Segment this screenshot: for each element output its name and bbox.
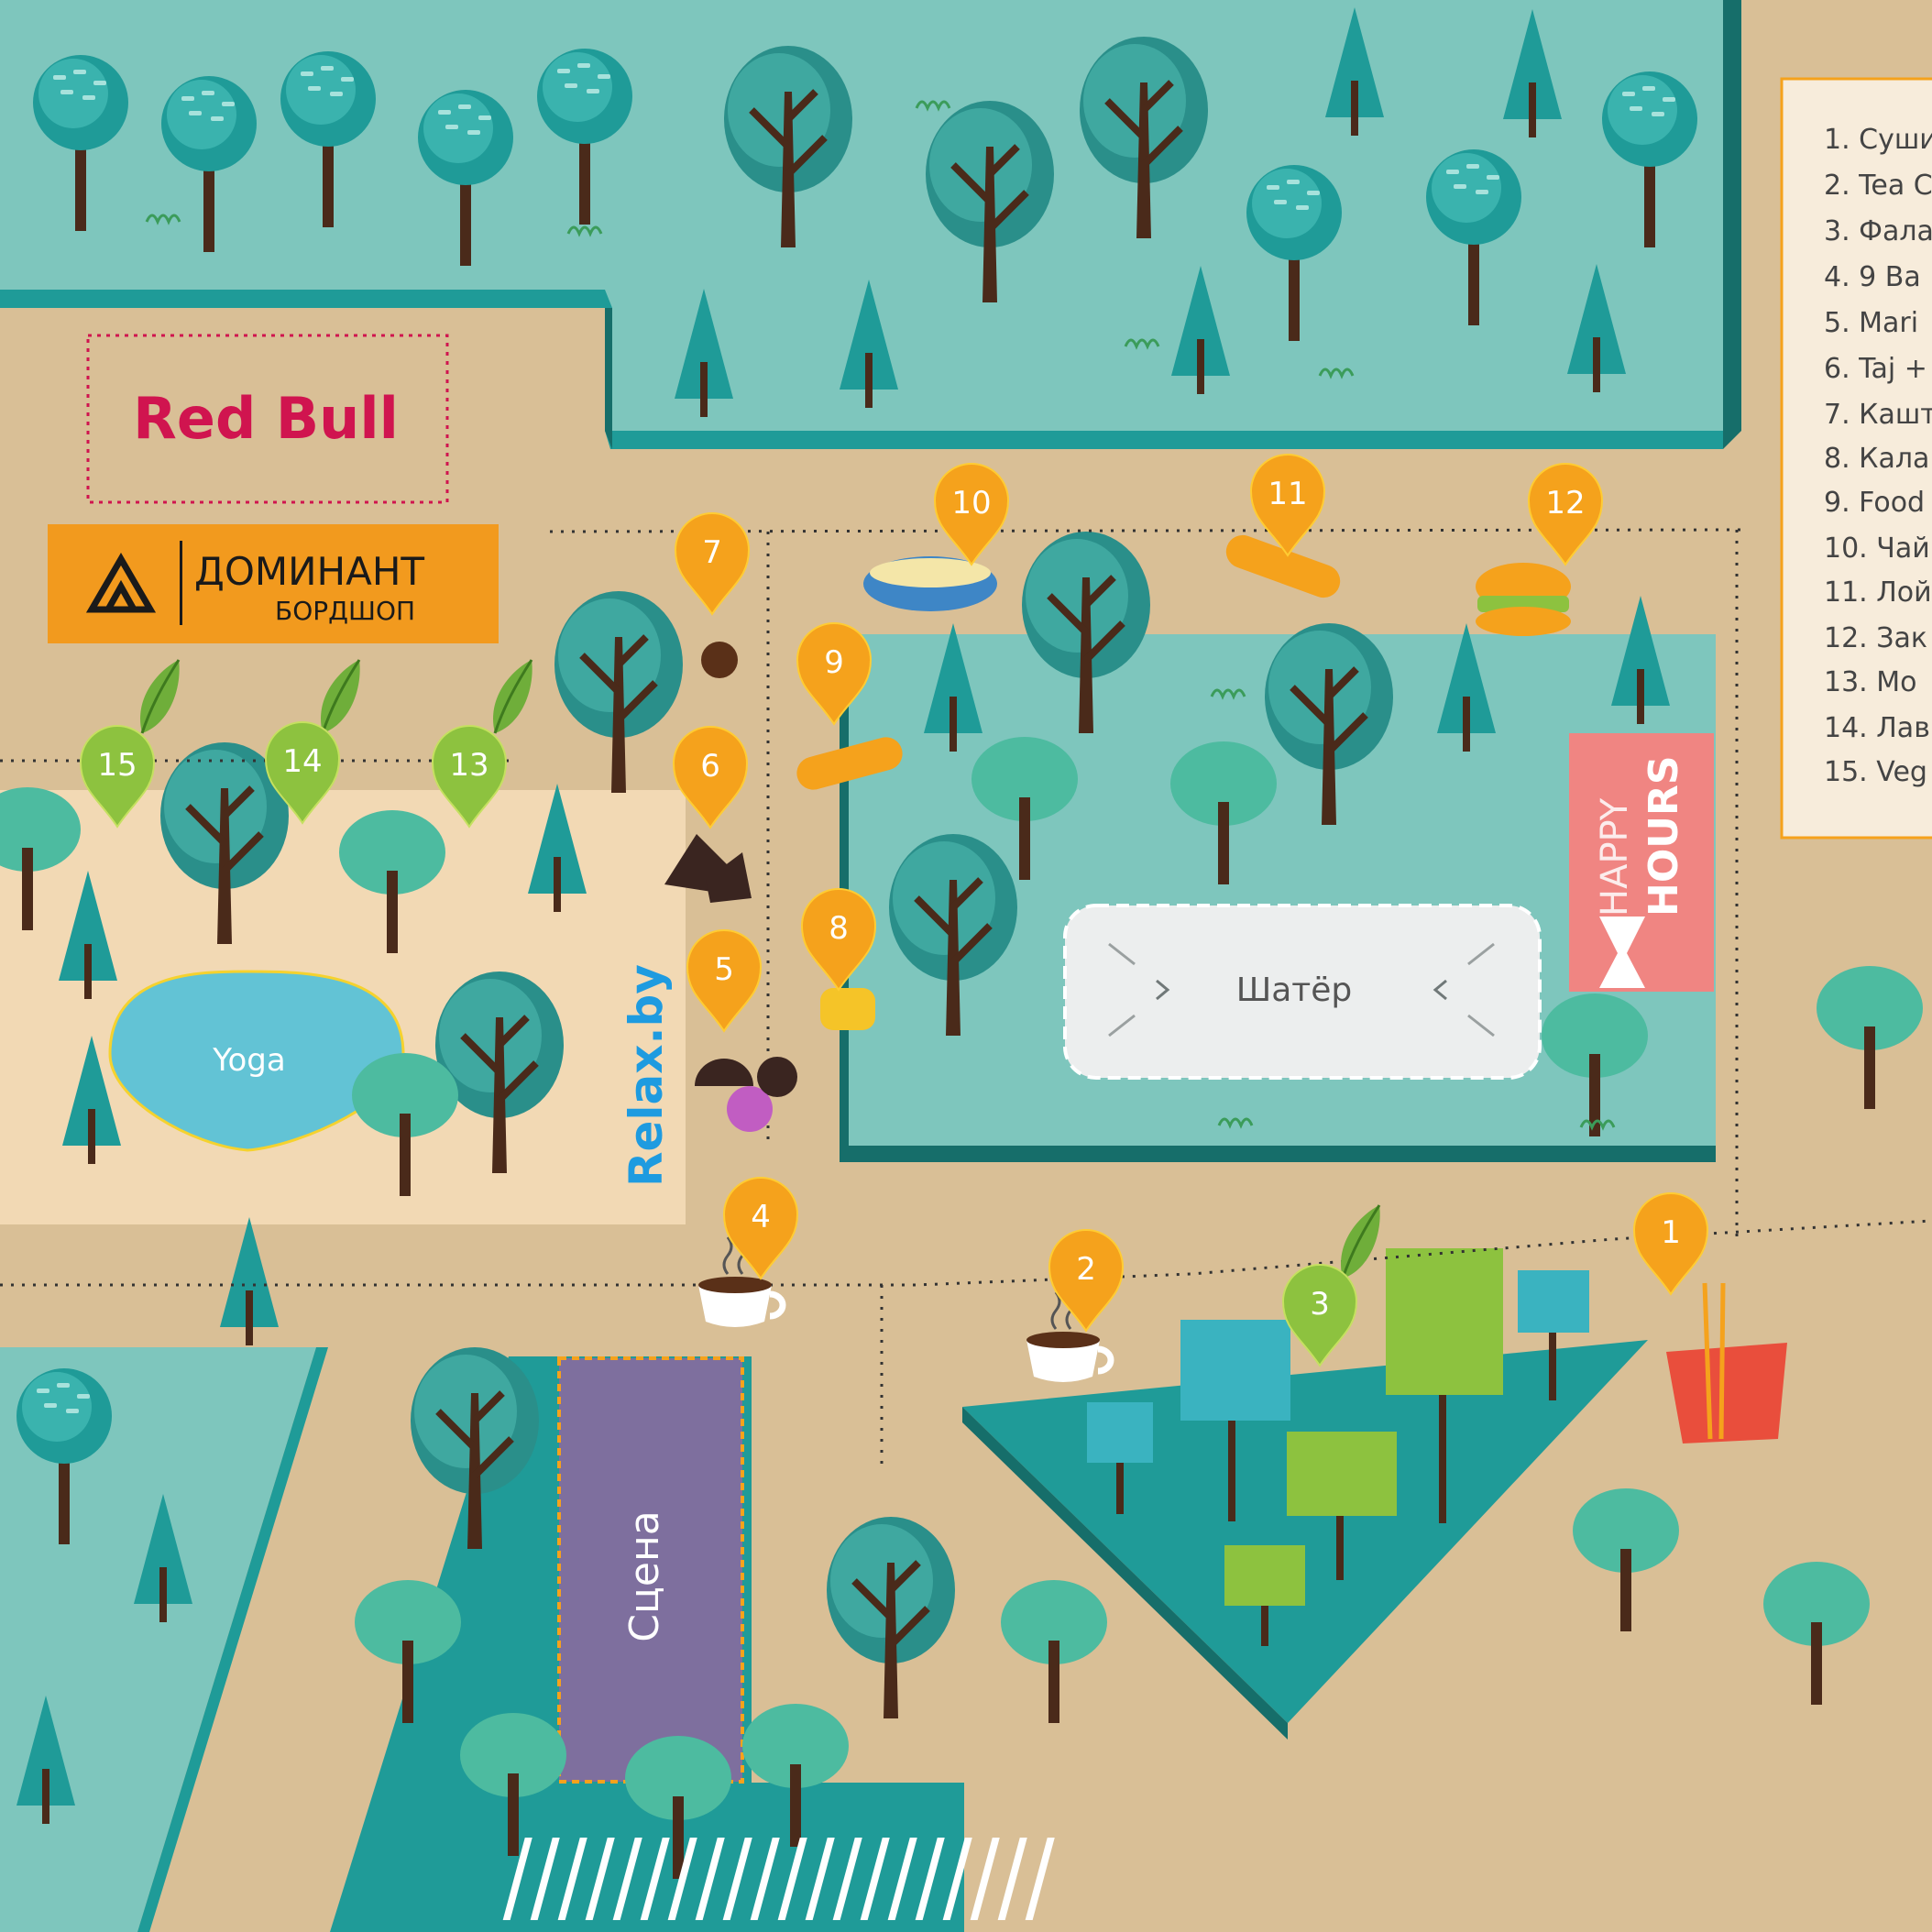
marker-3[interactable]: 3 [1282,1264,1357,1367]
marker-14[interactable]: 14 [265,721,340,824]
yoga-area: Yoga [0,742,686,1224]
marker-2[interactable]: 2 [1048,1229,1124,1332]
marker-number: 4 [751,1199,771,1235]
tent: Шатёр [1063,904,1542,1080]
legend-item: 7. Кашт [1824,399,1932,431]
marker-10[interactable]: 10 [934,463,1009,565]
legend-item: 1. Суши [1824,124,1932,156]
candy-icon [695,1059,753,1086]
marker-number: 9 [824,644,844,681]
marker-number: 8 [829,910,849,947]
marker-15[interactable]: 15 [80,725,155,828]
yoga-label: Yoga [212,1042,285,1079]
markers: 1 2 3 4 5 6 7 8 9 10 11 12 13 14 15 [80,454,1708,1367]
corn-icon [820,988,875,1030]
noodle-box-icon [1666,1343,1787,1444]
legend-item: 8. Кала [1824,443,1929,475]
legend-item: 6. Taj + [1824,353,1927,385]
marker-6[interactable]: 6 [673,726,748,829]
dominant-logo-icon [85,553,157,613]
marker-8[interactable]: 8 [801,888,876,991]
marker-number: 6 [700,748,720,785]
marker-number: 7 [702,534,722,571]
hotdog-icon [796,737,903,790]
hourglass-icon [1599,917,1645,988]
happy-hours-banner: HAPPY HOURS [1569,733,1714,992]
dominant-subtitle: БОРДШОП [275,596,415,626]
marker-11[interactable]: 11 [1250,454,1325,556]
redbull-logo: Red Bull [133,385,399,452]
marker-number: 13 [449,747,488,784]
marker-1[interactable]: 1 [1633,1192,1708,1295]
food-icons [138,534,1787,1444]
dotted-paths [0,528,1932,1466]
corn-dog-icon [1225,534,1341,598]
relax-logo: Relax.by [620,964,673,1187]
marker-number: 1 [1661,1214,1681,1251]
marker-number: 11 [1268,476,1307,512]
tent-label: Шатёр [1236,971,1353,1009]
marker-number: 14 [282,743,322,780]
marker-number: 3 [1310,1286,1330,1323]
dominant-title: ДОМИНАНТ [194,549,424,594]
marker-5[interactable]: 5 [686,929,762,1032]
marker-7[interactable]: 7 [675,512,750,615]
marker-number: 10 [951,485,991,521]
stage-label: Сцена [621,1510,668,1641]
legend-item: 15. Veg [1824,756,1927,788]
crosswalk [502,1838,1055,1920]
legend-item: 2. Tea C [1824,170,1932,202]
marker-number: 15 [97,747,137,784]
bottom-left-lawn [0,1217,328,1932]
legend-item: 3. Фала [1824,215,1932,247]
legend-item: 9. Food [1824,487,1925,519]
legend-item: 14. Лав [1824,712,1930,744]
hours-label: HOURS [1641,755,1687,917]
marker-number: 5 [714,951,734,988]
legend-item: 5. Mari [1824,307,1918,339]
marker-4[interactable]: 4 [723,1177,798,1279]
dominant-banner: ДОМИНАНТ БОРДШОП [48,524,499,643]
legend-panel: 1. Суши 2. Tea C 3. Фала 4. 9 Ba 5. Mari… [1780,77,1932,840]
legend-item: 4. 9 Ba [1824,261,1921,293]
marker-13[interactable]: 13 [432,725,507,828]
marker-9[interactable]: 9 [796,622,872,725]
legend-item: 10. Чай [1824,532,1930,565]
marker-number: 2 [1076,1251,1096,1288]
redbull-zone [86,334,449,504]
stage-lawn: Сцена [330,1347,964,1932]
marker-number: 12 [1545,485,1585,521]
legend-item: 12. Зак [1824,622,1927,654]
legend-item: 11. Лой [1824,576,1932,609]
chestnut-icon [701,642,738,678]
happy-label: HAPPY [1594,797,1636,917]
top-lawn [0,0,1741,449]
triangle-lawn [962,1248,1648,1740]
marker-12[interactable]: 12 [1528,463,1603,565]
legend-item: 13. Mo [1824,666,1916,698]
